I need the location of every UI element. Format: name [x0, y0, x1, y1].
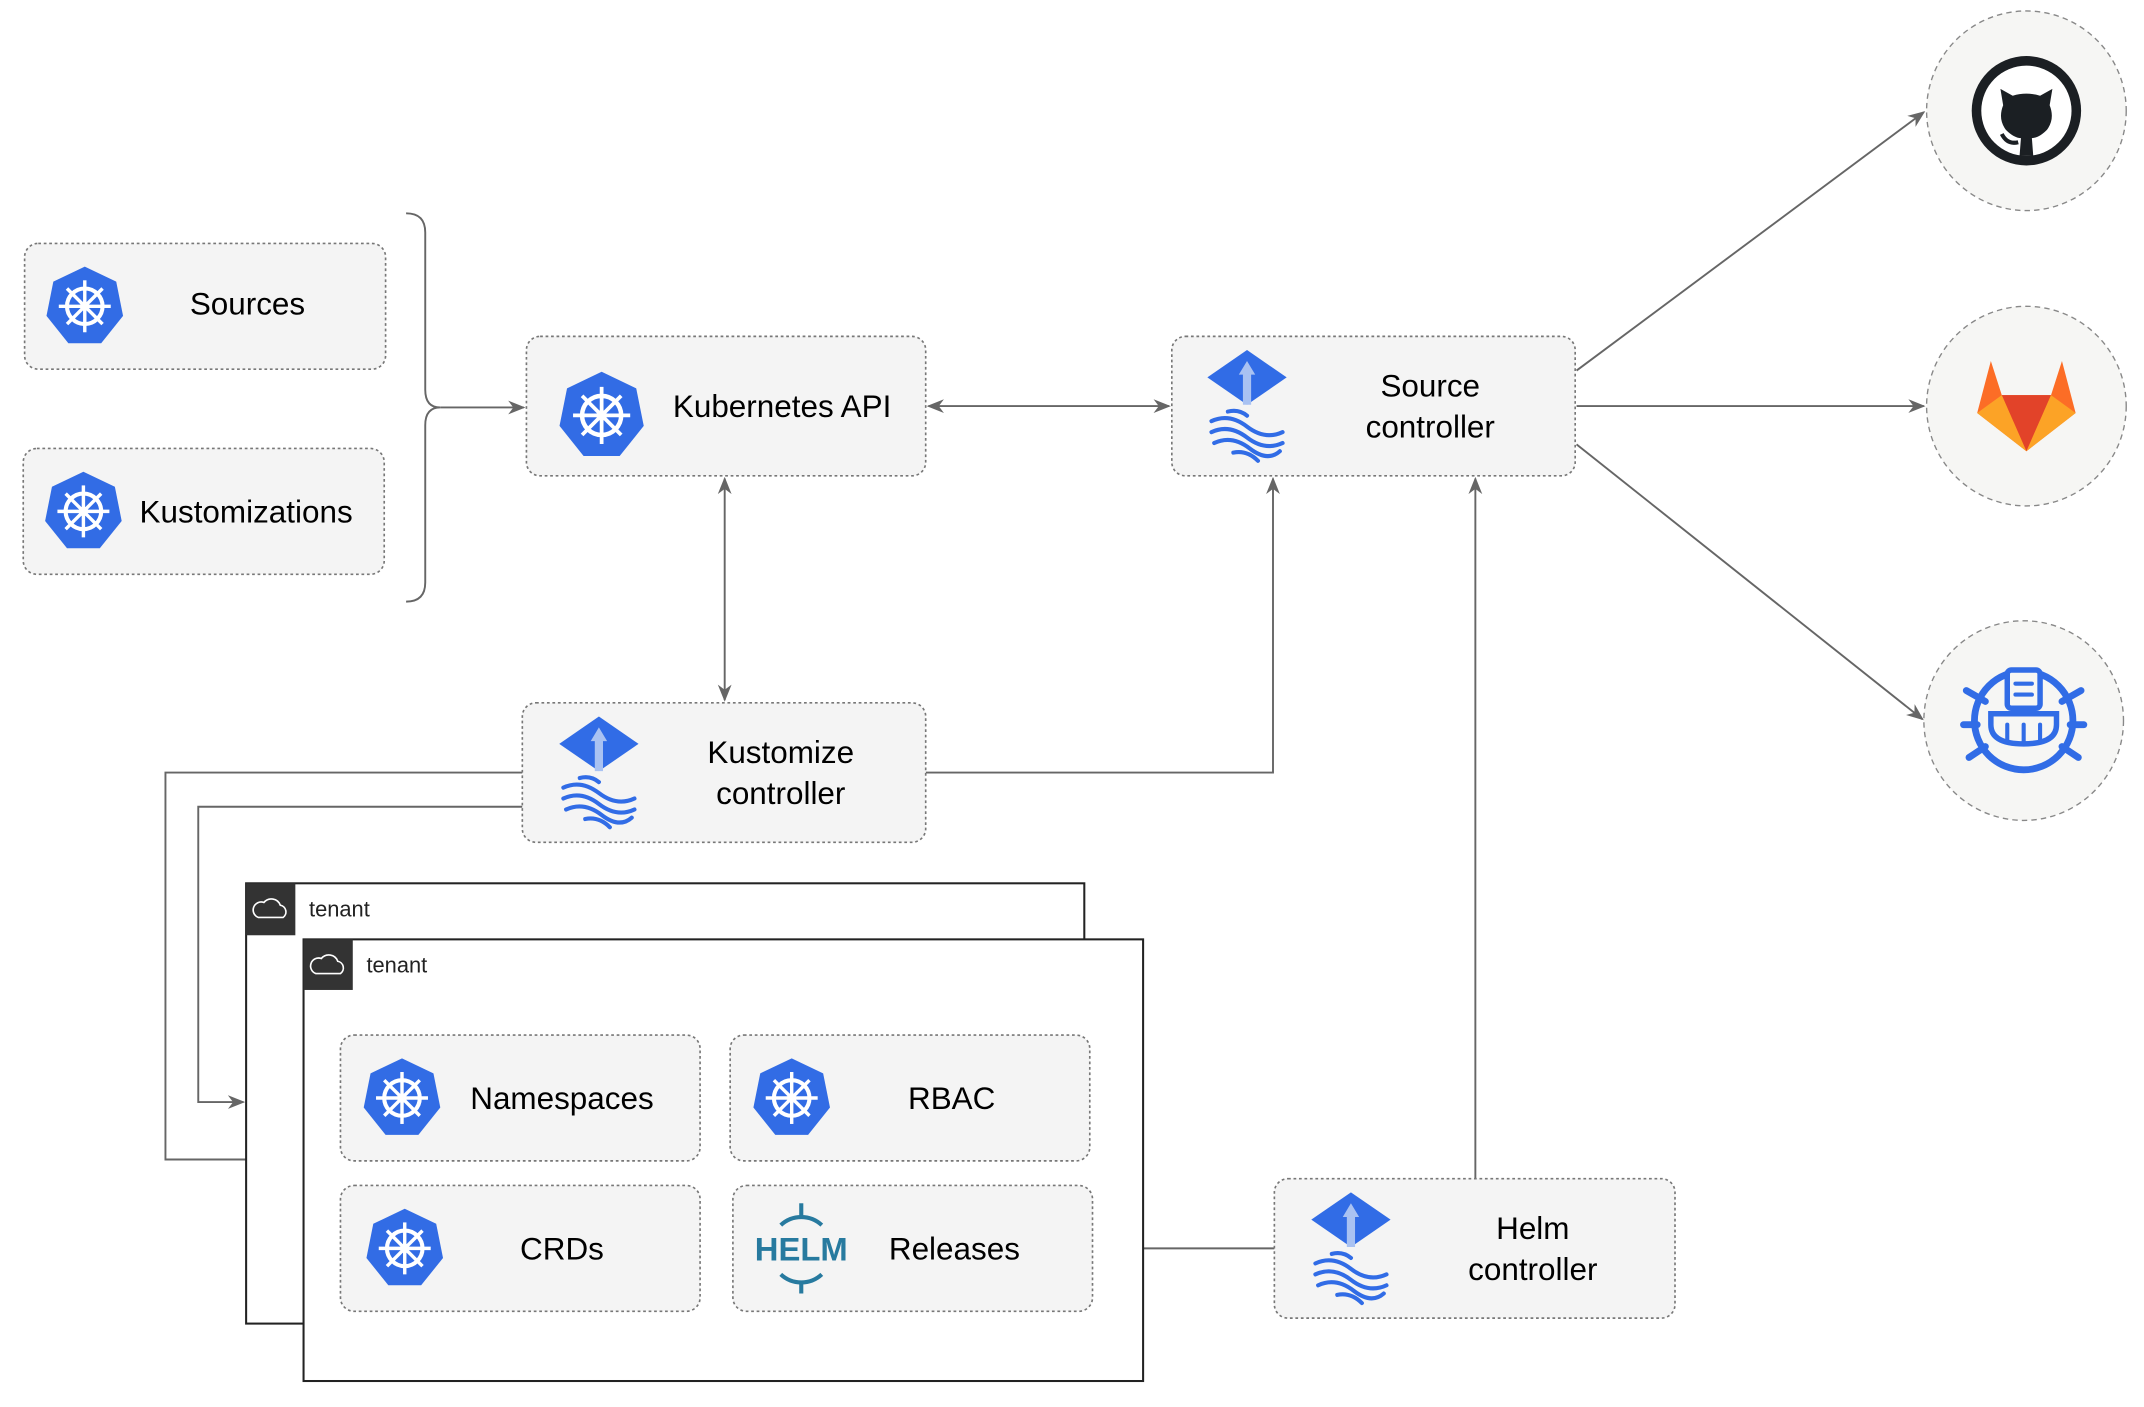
bucket-icon [1960, 667, 2088, 774]
source-controller-label-2: controller [1366, 410, 1495, 445]
kustomizations-node[interactable]: Kustomizations [22, 447, 386, 576]
helm-icon: HELM [755, 1203, 848, 1294]
github-icon [1971, 56, 2082, 166]
releases-label: Releases [889, 1231, 1020, 1266]
sources-label: Sources [190, 287, 305, 322]
arrow-kustomize-to-tenant-2 [164, 771, 523, 1167]
crds-label: CRDs [520, 1231, 604, 1266]
tenant-label: tenant [309, 896, 370, 921]
helm-controller-label-1: Helm [1496, 1211, 1569, 1246]
cloud-icon [252, 898, 287, 919]
kustomize-controller-label-2: controller [716, 776, 845, 811]
source-controller-label-1: Source [1380, 369, 1480, 404]
releases-node[interactable]: HELM Releases [732, 1184, 1094, 1313]
cloud-icon [309, 954, 345, 975]
kustomize-controller-node[interactable]: Kustomize controller [521, 701, 927, 844]
arrow-source-to-github [1575, 111, 1926, 372]
helm-controller-node[interactable]: Helm controller [1273, 1177, 1676, 1319]
connectors [164, 111, 1926, 1256]
arrow-kustomize-to-tenant-1 [197, 805, 523, 1109]
helm-controller-label-2: controller [1468, 1252, 1597, 1287]
bucket-node[interactable] [1923, 620, 2125, 822]
kubernetes-api-label: Kubernetes API [673, 389, 891, 424]
arrow-source-to-bucket [1575, 443, 1924, 721]
kubernetes-api-node[interactable]: Kubernetes API [525, 335, 927, 477]
source-controller-node[interactable]: Source controller [1170, 335, 1577, 477]
tenant-group-2: tenant Namespaces RBAC CRDs HELM Release… [302, 938, 1145, 1383]
gitlab-icon [1977, 360, 2076, 452]
rbac-label: RBAC [908, 1081, 995, 1116]
brace [406, 212, 441, 603]
kustomizations-label: Kustomizations [140, 494, 353, 529]
rbac-node[interactable]: RBAC [729, 1034, 1091, 1162]
gitlab-node[interactable] [1925, 305, 2127, 507]
namespaces-node[interactable]: Namespaces [339, 1034, 701, 1162]
helm-logo-text: HELM [755, 1231, 848, 1268]
kustomize-controller-label-1: Kustomize [707, 735, 854, 770]
sources-node[interactable]: Sources [23, 242, 387, 371]
tenant-label: tenant [366, 952, 427, 977]
namespaces-label: Namespaces [470, 1081, 653, 1116]
crds-node[interactable]: CRDs [339, 1184, 701, 1313]
github-node[interactable] [1925, 10, 2127, 212]
arrow-kustomize-to-source [925, 476, 1280, 774]
